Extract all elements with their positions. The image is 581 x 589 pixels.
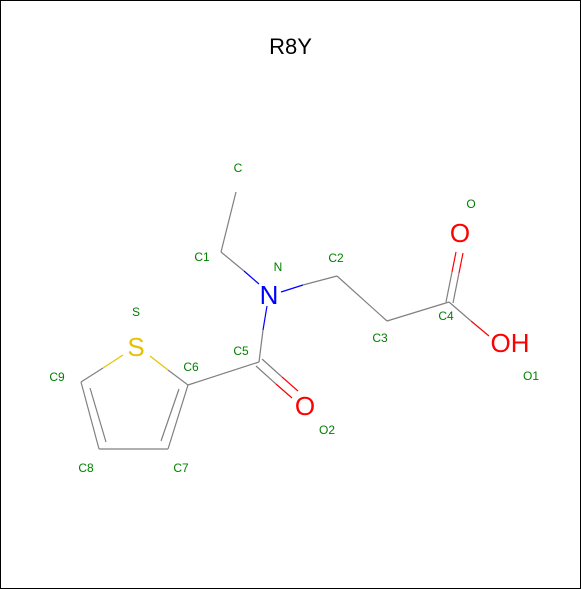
bond-c4-o-b-red (458, 252, 464, 274)
atom-label-c3: C3 (372, 331, 388, 345)
bond-c6-s-gray (167, 369, 189, 386)
bond-c5-o2-a-red (275, 383, 293, 399)
atom-label-c8: C8 (78, 461, 94, 475)
amide-oxygen-symbol: O (295, 391, 315, 421)
atom-label-s: S (132, 305, 140, 319)
bond-c5-o2-b-red (281, 376, 299, 392)
bond-c4-o-a-gray (445, 271, 453, 303)
nitrogen-symbol: N (260, 280, 279, 310)
bond-n-c5-blue (262, 305, 268, 331)
molecule-title: R8Y (269, 34, 312, 59)
bond-s-c9-yellow (102, 354, 124, 369)
bond-c1-n-blue (243, 270, 260, 285)
bond-n-c2-blue (280, 284, 304, 293)
atom-label-o: O (466, 197, 475, 211)
bond-c5-o2-b-gray (261, 358, 283, 378)
bond-c7-c6-inner (160, 388, 180, 442)
bond-c5-o2-a-gray (255, 365, 277, 385)
bond-c9-c8 (80, 381, 100, 450)
atom-label-c7: C7 (173, 461, 189, 475)
bond-c2-c3 (336, 275, 388, 322)
bond-n-c2-gray (302, 275, 338, 286)
atom-label-c9: C9 (49, 370, 65, 384)
sulfur-symbol: S (127, 332, 144, 362)
bond-c-c1 (220, 191, 237, 253)
bond-c3-c4 (386, 301, 450, 322)
hydroxyl-symbol: OH (491, 328, 530, 358)
atom-label-c4: C4 (438, 309, 454, 323)
bond-c4-o-b-gray (452, 272, 460, 304)
atom-label-c: C (234, 161, 243, 175)
bond-n-c5-gray (258, 329, 264, 363)
bond-s-c9-gray (80, 367, 104, 383)
atom-label-n: N (274, 260, 283, 274)
atom-label-c6: C6 (183, 360, 199, 374)
bond-c6-s-yellow (149, 355, 169, 371)
bond-c4-oh-red (470, 320, 490, 337)
bond-c4-o-a-red (451, 251, 457, 273)
bond-c1-n-gray (220, 251, 245, 272)
atom-label-c2: C2 (328, 251, 344, 265)
bond-c5-c6 (187, 361, 260, 386)
element-symbols: N O OH S O (127, 218, 529, 421)
atom-label-c5: C5 (233, 344, 249, 358)
bond-c9-c8-inner (89, 387, 107, 443)
atom-label-o1: O1 (523, 369, 539, 383)
carbonyl-oxygen-symbol: O (450, 218, 470, 248)
atom-label-c1: C1 (194, 250, 210, 264)
bond-c4-oh-gray (448, 301, 472, 322)
atom-labels: C C1 N C2 O C3 C4 O1 S C5 C6 C9 O2 C8 C7 (49, 161, 539, 475)
atom-label-o2: O2 (319, 423, 335, 437)
bond-c7-c6 (167, 384, 189, 450)
bonds (80, 191, 490, 450)
